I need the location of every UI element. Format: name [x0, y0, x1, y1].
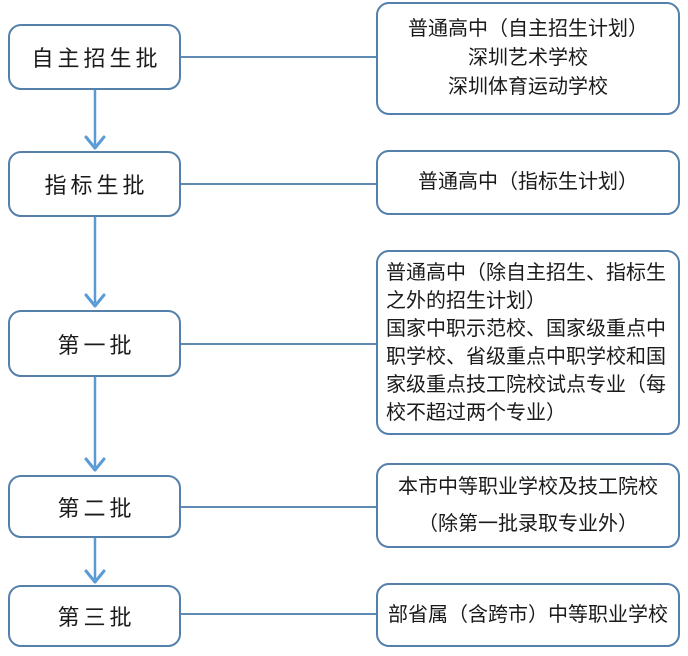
target-line: （除第一批录取专业外） [418, 512, 638, 535]
target-line: 本市中等职业学校及技工院校 [398, 475, 658, 498]
down-arrow-3 [84, 377, 106, 472]
batch-label: 第二批 [57, 495, 136, 521]
target-line: 深圳体育运动学校 [448, 76, 608, 98]
target-box-zizhuzhaosheng: 普通高中（自主招生计划） 深圳艺术学校 深圳体育运动学校 [376, 2, 680, 115]
target-line: 部省属（含跨市）中等职业学校 [388, 603, 668, 626]
target-line: 普通高中（自主招生计划） [408, 18, 648, 40]
batch-label: 第三批 [57, 605, 136, 630]
down-arrow-1 [84, 90, 106, 150]
target-box-zhibiaosheng: 普通高中（指标生计划） [376, 150, 680, 215]
target-box-dierpi: 本市中等职业学校及技工院校 （除第一批录取专业外） [376, 463, 680, 548]
down-arrow-2 [84, 217, 106, 308]
target-paragraph: 国家中职示范校、国家级重点中职学校、省级重点中职学校和国家级重点技工院校试点专业… [386, 317, 666, 424]
target-box-diyipi: 普通高中（除自主招生、指标生之外的招生计划） 国家中职示范校、国家级重点中职学校… [376, 250, 680, 435]
batch-label: 指标生批 [44, 173, 149, 198]
batch-label: 自主招生批 [31, 46, 162, 71]
batch-box-zizhuzhaosheng: 自主招生批 [8, 24, 181, 90]
batch-box-zhibiaosheng: 指标生批 [8, 151, 181, 217]
target-box-disanpi: 部省属（含跨市）中等职业学校 [376, 583, 680, 647]
target-line: 深圳艺术学校 [468, 47, 588, 69]
target-paragraph: 普通高中（除自主招生、指标生之外的招生计划） [386, 261, 666, 312]
batch-box-dierpi: 第二批 [8, 475, 181, 538]
batch-label: 第一批 [57, 332, 136, 358]
batch-box-diyipi: 第一批 [8, 310, 181, 377]
down-arrow-4 [84, 538, 106, 584]
batch-box-disanpi: 第三批 [8, 585, 181, 647]
target-line: 普通高中（指标生计划） [418, 171, 638, 193]
